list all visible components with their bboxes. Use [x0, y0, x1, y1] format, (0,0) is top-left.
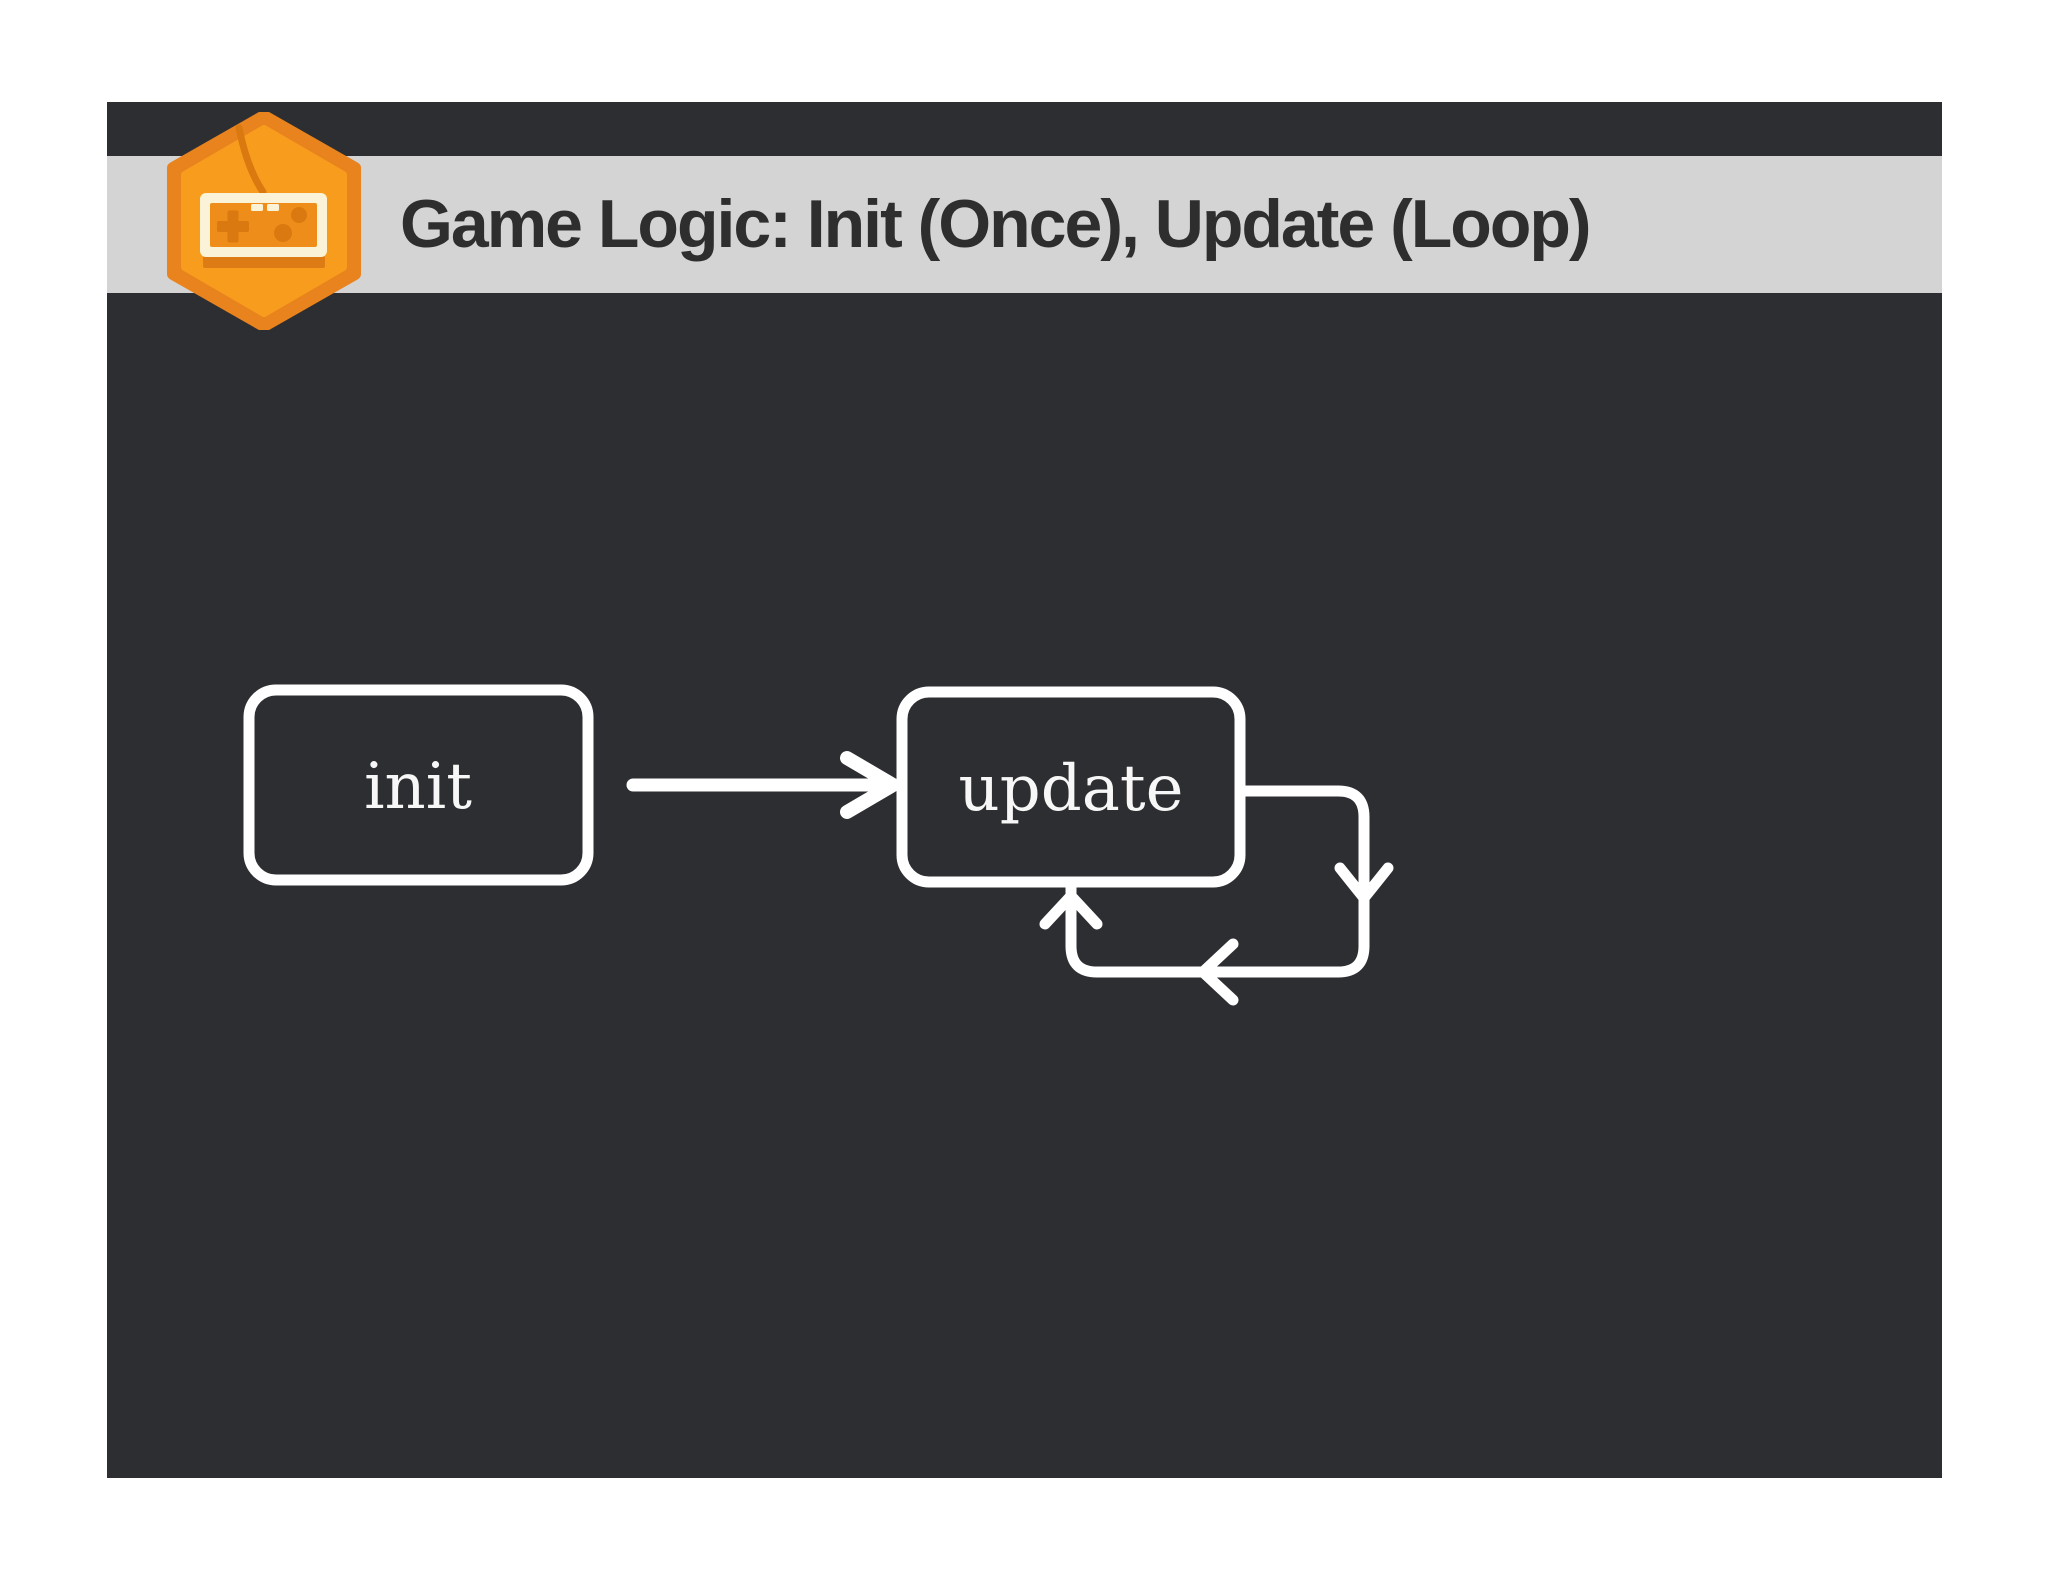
controller-cord	[235, 124, 267, 196]
node-init-label: init	[364, 750, 472, 824]
arrowhead-down-icon	[1334, 862, 1394, 904]
edge-init-to-update	[626, 751, 900, 819]
slide: Game Logic: Init (Once), Update (Loop)	[107, 102, 1942, 1478]
loop-path	[1065, 785, 1370, 978]
controller-button-top	[291, 207, 307, 223]
node-update-label: update	[959, 752, 1184, 826]
node-init	[243, 684, 594, 886]
arrowhead-right-icon	[840, 751, 900, 819]
edge-update-self-loop	[1039, 785, 1394, 1006]
dpad-vertical	[227, 210, 239, 243]
controller-button-bottom	[274, 224, 292, 242]
slide-header-band	[107, 156, 1942, 293]
controller-shadow	[203, 256, 325, 268]
game-controller-icon	[167, 112, 361, 330]
slide-title: Game Logic: Init (Once), Update (Loop)	[400, 186, 1592, 262]
flow-diagram: init update	[243, 684, 1394, 1006]
controller-dash-left	[251, 204, 263, 211]
arrowhead-left-icon	[1197, 938, 1239, 1006]
controller-dash-right	[267, 204, 279, 211]
arrowhead-up-icon	[1039, 890, 1103, 930]
